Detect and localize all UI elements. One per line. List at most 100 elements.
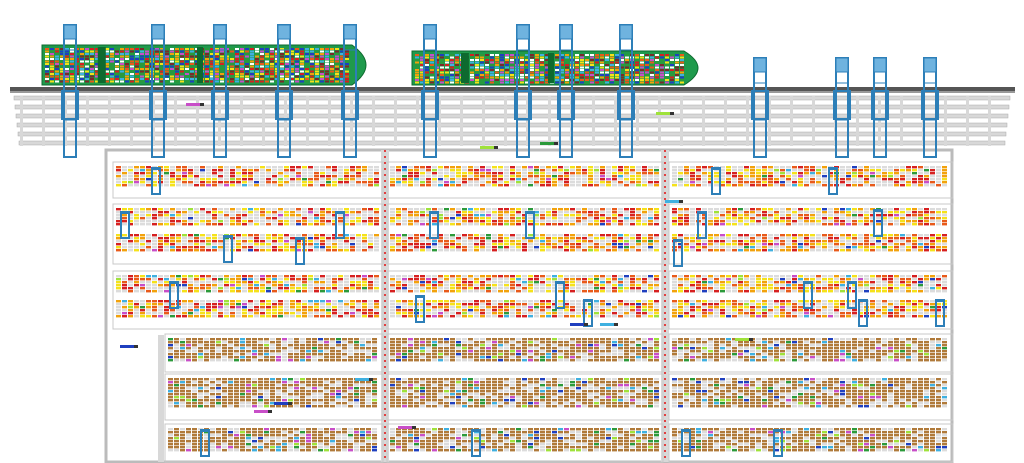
- container-slot: [924, 246, 929, 249]
- container-slot: [396, 281, 401, 284]
- container-slot: [308, 306, 313, 309]
- container-slot: [462, 214, 467, 217]
- container-slot: [456, 237, 461, 240]
- container-slot: [432, 243, 437, 246]
- container-slot: [570, 220, 575, 223]
- container-slot: [242, 306, 247, 309]
- container-slot: [414, 223, 419, 226]
- container-slot: [444, 243, 449, 246]
- container-slot: [224, 306, 229, 309]
- container-slot: [302, 184, 307, 187]
- container-slot: [128, 246, 133, 249]
- container-slot: [362, 303, 367, 306]
- container-slot: [326, 220, 331, 223]
- container-slot: [600, 237, 605, 240]
- container-slot: [284, 217, 289, 220]
- container-slot: [732, 223, 737, 226]
- container-slot: [894, 211, 899, 214]
- container-slot: [768, 184, 773, 187]
- container-slot: [486, 234, 491, 237]
- container-slot: [624, 356, 629, 359]
- container-slot: [918, 169, 923, 172]
- container-slot: [690, 220, 695, 223]
- container-slot: [930, 175, 935, 178]
- container-slot: [368, 300, 373, 303]
- container-slot: [122, 214, 127, 217]
- container-slot: [762, 303, 767, 306]
- container-slot: [362, 178, 367, 181]
- container-slot: [224, 211, 229, 214]
- container-slot: [636, 281, 641, 284]
- container-slot: [450, 169, 455, 172]
- container-slot: [272, 303, 277, 306]
- container-slot: [636, 341, 641, 344]
- container-slot: [906, 178, 911, 181]
- apron-connector: [790, 96, 793, 146]
- container-slot: [516, 220, 521, 223]
- container-slot: [576, 290, 581, 293]
- container-slot: [350, 243, 355, 246]
- container-slot: [774, 220, 779, 223]
- container-slot: [750, 278, 755, 281]
- container-slot: [900, 281, 905, 284]
- container-slot: [540, 240, 545, 243]
- container-slot: [402, 353, 407, 356]
- container-slot: [324, 359, 329, 362]
- container-slot: [762, 169, 767, 172]
- container-slot: [654, 249, 659, 252]
- container-slot: [804, 275, 809, 278]
- container-slot: [356, 172, 361, 175]
- container-slot: [648, 214, 653, 217]
- road-marker: [664, 180, 666, 182]
- container-slot: [612, 211, 617, 214]
- container-slot: [480, 208, 485, 211]
- container-slot: [170, 184, 175, 187]
- container-slot: [642, 214, 647, 217]
- container-slot: [630, 300, 635, 303]
- container-slot: [648, 347, 653, 350]
- container-slot: [222, 344, 227, 347]
- container-slot: [242, 281, 247, 284]
- container-slot: [612, 169, 617, 172]
- container-slot: [516, 217, 521, 220]
- container-slot: [426, 184, 431, 187]
- container-slot: [444, 309, 449, 312]
- container-slot: [480, 178, 485, 181]
- container-slot: [504, 312, 509, 315]
- container-slot: [504, 184, 509, 187]
- container-slot: [272, 312, 277, 315]
- container-slot: [780, 175, 785, 178]
- container-slot: [798, 178, 803, 181]
- container-slot: [492, 287, 497, 290]
- container-slot: [780, 211, 785, 214]
- container-slot: [354, 338, 359, 341]
- container-slot: [218, 172, 223, 175]
- container-slot: [308, 312, 313, 315]
- container-slot: [786, 300, 791, 303]
- container-slot: [744, 223, 749, 226]
- container-slot: [444, 338, 449, 341]
- container-slot: [320, 184, 325, 187]
- container-slot: [756, 181, 761, 184]
- container-slot: [516, 243, 521, 246]
- container-slot: [128, 220, 133, 223]
- container-slot: [690, 246, 695, 249]
- container-slot: [852, 240, 857, 243]
- container-slot: [486, 341, 491, 344]
- container-slot: [810, 178, 815, 181]
- container-slot: [612, 184, 617, 187]
- container-slot: [606, 181, 611, 184]
- container-slot: [726, 234, 731, 237]
- container-slot: [558, 237, 563, 240]
- container-slot: [194, 284, 199, 287]
- container-slot: [642, 220, 647, 223]
- container-slot: [630, 338, 635, 341]
- container-slot: [594, 223, 599, 226]
- container-slot: [294, 341, 299, 344]
- container-slot: [420, 172, 425, 175]
- apron-connector: [724, 96, 727, 146]
- container-slot: [284, 275, 289, 278]
- container-slot: [338, 178, 343, 181]
- container-slot: [768, 312, 773, 315]
- container-slot: [654, 237, 659, 240]
